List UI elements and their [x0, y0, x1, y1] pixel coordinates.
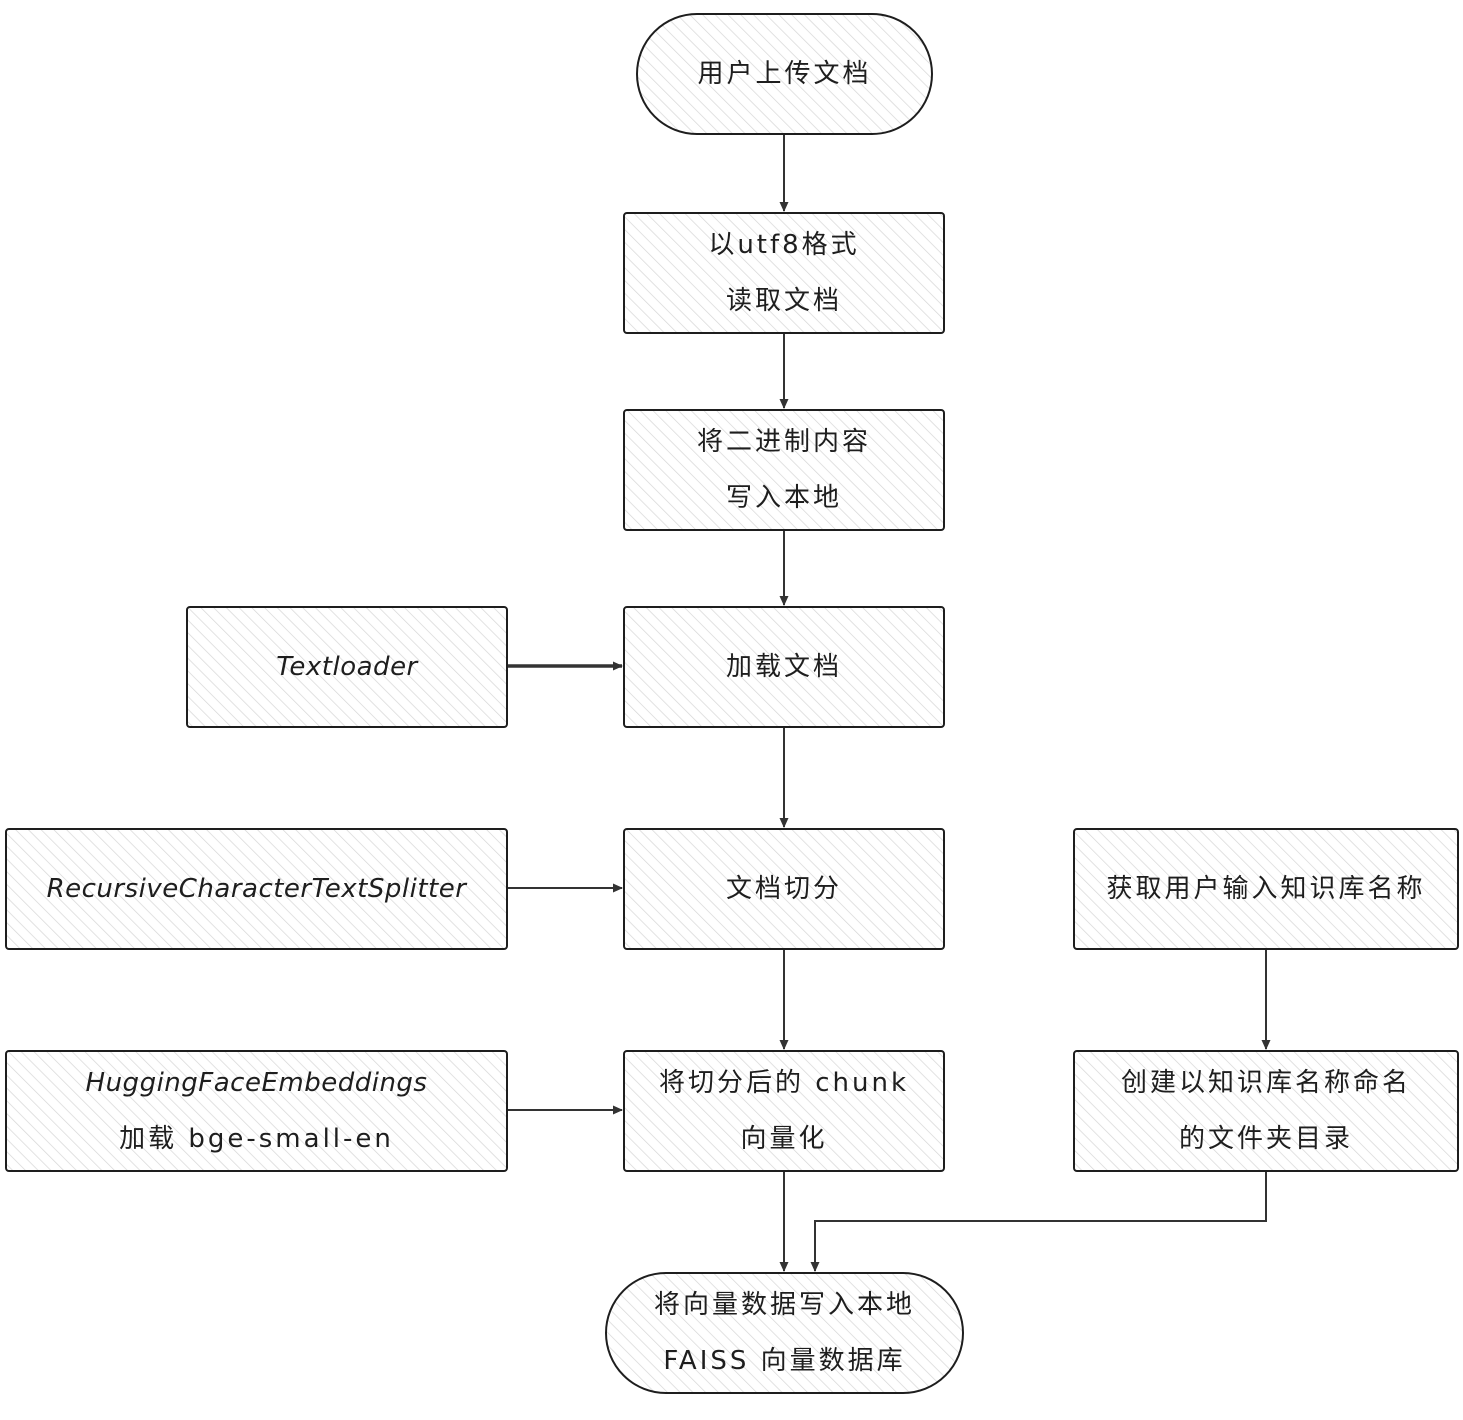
- kb-name-label-1: 获取用户输入知识库名称: [1106, 874, 1425, 904]
- mkdir-label-2: 的文件夹目录: [1179, 1124, 1353, 1154]
- vectorize-label-2: 向量化: [740, 1124, 827, 1154]
- kb-name-shape: [1073, 828, 1459, 950]
- node-split: 文档切分: [623, 828, 945, 950]
- vectorize-label-1: 将切分后的 chunk: [659, 1068, 909, 1098]
- node-faiss: 将向量数据写入本地 FAISS 向量数据库: [605, 1272, 964, 1394]
- embeddings-shape: [5, 1050, 508, 1172]
- node-splitter: RecursiveCharacterTextSplitter: [5, 828, 508, 950]
- read-shape: [623, 212, 945, 334]
- split-label-1: 文档切分: [726, 874, 842, 904]
- node-kb-name: 获取用户输入知识库名称: [1073, 828, 1459, 950]
- split-shape: [623, 828, 945, 950]
- embeddings-label-2: 加载 bge-small-en: [119, 1124, 394, 1154]
- load-shape: [623, 606, 945, 728]
- node-textloader: Textloader: [186, 606, 508, 728]
- nodes-layer: 用户上传文档以utf8格式读取文档将二进制内容写入本地加载文档文档切分将切分后的…: [5, 13, 1459, 1394]
- mkdir-label-1: 创建以知识库名称命名: [1121, 1068, 1411, 1098]
- node-upload: 用户上传文档: [636, 13, 933, 135]
- mkdir-shape: [1073, 1050, 1459, 1172]
- upload-shape: [636, 13, 933, 135]
- upload-label-1: 用户上传文档: [697, 59, 871, 89]
- write-binary-label-1: 将二进制内容: [697, 427, 871, 457]
- splitter-shape: [5, 828, 508, 950]
- edges-layer: [507, 134, 1271, 1272]
- faiss-label-1: 将向量数据写入本地: [654, 1290, 915, 1320]
- write-binary-label-2: 写入本地: [726, 483, 842, 513]
- read-label-1: 以utf8格式: [708, 230, 859, 260]
- read-label-2: 读取文档: [726, 286, 842, 316]
- textloader-shape: [186, 606, 508, 728]
- faiss-shape: [605, 1272, 964, 1394]
- textloader-label-1: Textloader: [276, 652, 419, 682]
- arrow-mkdir-to-faiss: [810, 1171, 1267, 1272]
- node-load: 加载文档: [623, 606, 945, 728]
- node-embeddings: HuggingFaceEmbeddings 加载 bge-small-en: [5, 1050, 508, 1172]
- vectorize-shape: [623, 1050, 945, 1172]
- splitter-label-1: RecursiveCharacterTextSplitter: [47, 874, 469, 904]
- embeddings-label-1: HuggingFaceEmbeddings: [86, 1068, 428, 1098]
- faiss-label-2: FAISS 向量数据库: [663, 1346, 905, 1376]
- load-label-1: 加载文档: [726, 652, 842, 682]
- node-vectorize: 将切分后的 chunk 向量化: [623, 1050, 945, 1172]
- write-binary-shape: [623, 409, 945, 531]
